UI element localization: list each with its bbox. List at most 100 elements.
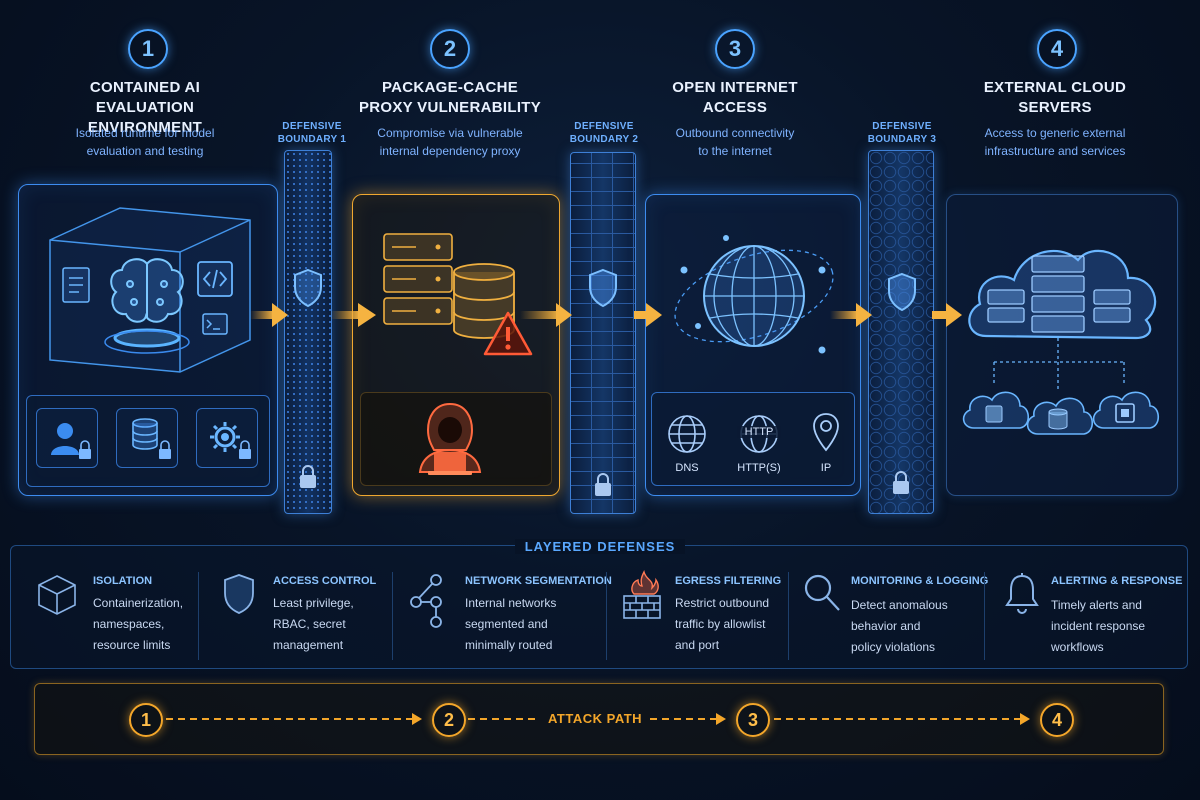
defense-divider <box>984 572 985 660</box>
boundary-3-lock-icon <box>893 471 909 494</box>
server-stack-icon <box>383 233 453 325</box>
stage-3-desc-line2: to the internet <box>698 144 772 158</box>
defense-access-line: management <box>273 638 344 652</box>
attack-path-dashes <box>166 713 1030 725</box>
protocol-dns: DNS <box>675 462 699 474</box>
layered-defenses-panel <box>10 545 1188 669</box>
stage-1-desc-line1: Isolated runtime for model <box>75 126 215 140</box>
attack-path-label: ATTACK PATH <box>548 711 643 726</box>
step-4-badge: 4 <box>1037 29 1077 69</box>
protocols-tray <box>651 392 855 486</box>
contained-cube-illustration <box>49 207 251 373</box>
stage-1-title-line2: EVALUATION ENVIRONMENT <box>87 99 203 136</box>
defense-divider <box>392 572 393 660</box>
stage-3-desc: Outbound connectivity to the internet <box>630 124 840 160</box>
step-3-badge: 3 <box>715 29 755 69</box>
arrow-1b <box>330 303 376 327</box>
pedestal-glow <box>104 328 190 354</box>
step-2-badge: 2 <box>430 29 470 69</box>
attack-step-4: 4 <box>1040 703 1074 737</box>
defense-access-line: RBAC, secret <box>273 617 346 631</box>
stage-1-title: CONTAINED AI EVALUATION ENVIRONMENT <box>40 78 250 138</box>
boundary-2-wall <box>570 152 636 514</box>
lock-icon <box>239 440 251 459</box>
attack-path-panel <box>34 683 1164 755</box>
defense-alerting-line: workflows <box>1051 640 1104 654</box>
boundary-1-label: DEFENSIVE BOUNDARY 1 <box>270 120 354 146</box>
boundary-3-wall <box>868 150 934 514</box>
stage-2-desc: Compromise via vulnerable internal depen… <box>345 124 555 160</box>
boundary-2-label-line1: DEFENSIVE <box>574 121 634 132</box>
terminal-icon <box>202 313 228 335</box>
arrow-2a <box>520 303 572 327</box>
magnifier-icon <box>804 574 840 611</box>
layered-defenses-title-text: LAYERED DEFENSES <box>514 539 686 554</box>
stage-4-panel <box>946 194 1178 496</box>
database-icon <box>453 263 515 339</box>
arrow-3b <box>932 303 962 327</box>
stage-3-title-line2: ACCESS <box>702 99 768 116</box>
boundary-2-shield-icon <box>589 268 617 308</box>
stage-3-desc-line1: Outbound connectivity <box>675 126 795 140</box>
laptop-icon <box>428 452 472 475</box>
arrow-2b <box>634 303 662 327</box>
defense-isolation-line: namespaces, <box>93 617 165 631</box>
user-lock-card <box>36 408 98 468</box>
boundary-1-label-line2: BOUNDARY 1 <box>277 134 347 145</box>
boundary-1-wall <box>284 150 332 514</box>
location-pin-icon <box>813 413 839 452</box>
layered-defenses-title: LAYERED DEFENSES <box>0 539 1200 554</box>
stage-4-title-line1: EXTERNAL CLOUD <box>983 79 1127 96</box>
defense-egress-text: Restrict outbound traffic by allowlist a… <box>675 593 769 656</box>
hacker-icon <box>418 402 482 475</box>
boundary-3-label: DEFENSIVE BOUNDARY 3 <box>860 120 944 146</box>
lock-icon <box>79 440 91 459</box>
bell-icon <box>1005 573 1039 614</box>
server-icon <box>987 255 1131 333</box>
firewall-icon <box>623 569 661 619</box>
stage-3-title: OPEN INTERNET ACCESS <box>630 78 840 118</box>
stage-4-title-line2: SERVERS <box>1018 99 1092 116</box>
defense-egress-line: and port <box>675 638 720 652</box>
defense-alerting-text: Timely alerts and incident response work… <box>1051 595 1145 658</box>
defense-monitoring-line: behavior and <box>851 619 921 633</box>
dns-globe-icon <box>668 415 706 453</box>
defense-network-line: Internal networks <box>465 596 557 610</box>
step-1-badge: 1 <box>128 29 168 69</box>
defense-isolation-line: resource limits <box>93 638 171 652</box>
network-icon <box>410 574 442 628</box>
defense-alerting-title: ALERTING & RESPONSE <box>1051 575 1183 587</box>
protocol-ip: IP <box>820 462 832 474</box>
defense-divider <box>606 572 607 660</box>
globe-icon <box>674 235 834 354</box>
boundary-3-label-line2: BOUNDARY 3 <box>867 134 937 145</box>
defense-isolation-text: Containerization, namespaces, resource l… <box>93 593 183 656</box>
stage-2-desc-line1: Compromise via vulnerable <box>377 126 523 140</box>
defense-egress-line: traffic by allowlist <box>675 617 766 631</box>
defense-alerting-line: incident response <box>1051 619 1146 633</box>
defense-monitoring-title: MONITORING & LOGGING <box>851 575 989 587</box>
user-icon <box>51 423 91 459</box>
mini-cloud-database-icon <box>1026 397 1094 435</box>
boundary-3-shield-icon <box>888 272 916 312</box>
brain-icon <box>110 258 184 323</box>
defense-divider <box>198 572 199 660</box>
database-lock-card <box>116 408 178 468</box>
settings-lock-card <box>196 408 258 468</box>
attack-step-1: 1 <box>129 703 163 737</box>
defense-access-title: ACCESS CONTROL <box>273 575 377 587</box>
defense-access-text: Least privilege, RBAC, secret management <box>273 593 354 656</box>
mini-cloud-storage-icon <box>962 391 1030 429</box>
arrow-1a <box>250 303 288 327</box>
defense-monitoring-line: Detect anomalous <box>851 598 948 612</box>
database-icon <box>132 418 171 459</box>
stage-2-title-line2: PROXY VULNERABILITY <box>358 99 542 116</box>
attack-step-3: 3 <box>736 703 770 737</box>
stage-1-desc: Isolated runtime for model evaluation an… <box>40 124 250 160</box>
defense-egress-title: EGRESS FILTERING <box>675 575 782 587</box>
defense-network-text: Internal networks segmented and minimall… <box>465 593 556 656</box>
boundary-2-lock-icon <box>595 473 611 496</box>
cloud-servers-illustration <box>962 249 1160 435</box>
defense-monitoring-line: policy violations <box>851 640 936 654</box>
cube-icon <box>38 575 76 615</box>
